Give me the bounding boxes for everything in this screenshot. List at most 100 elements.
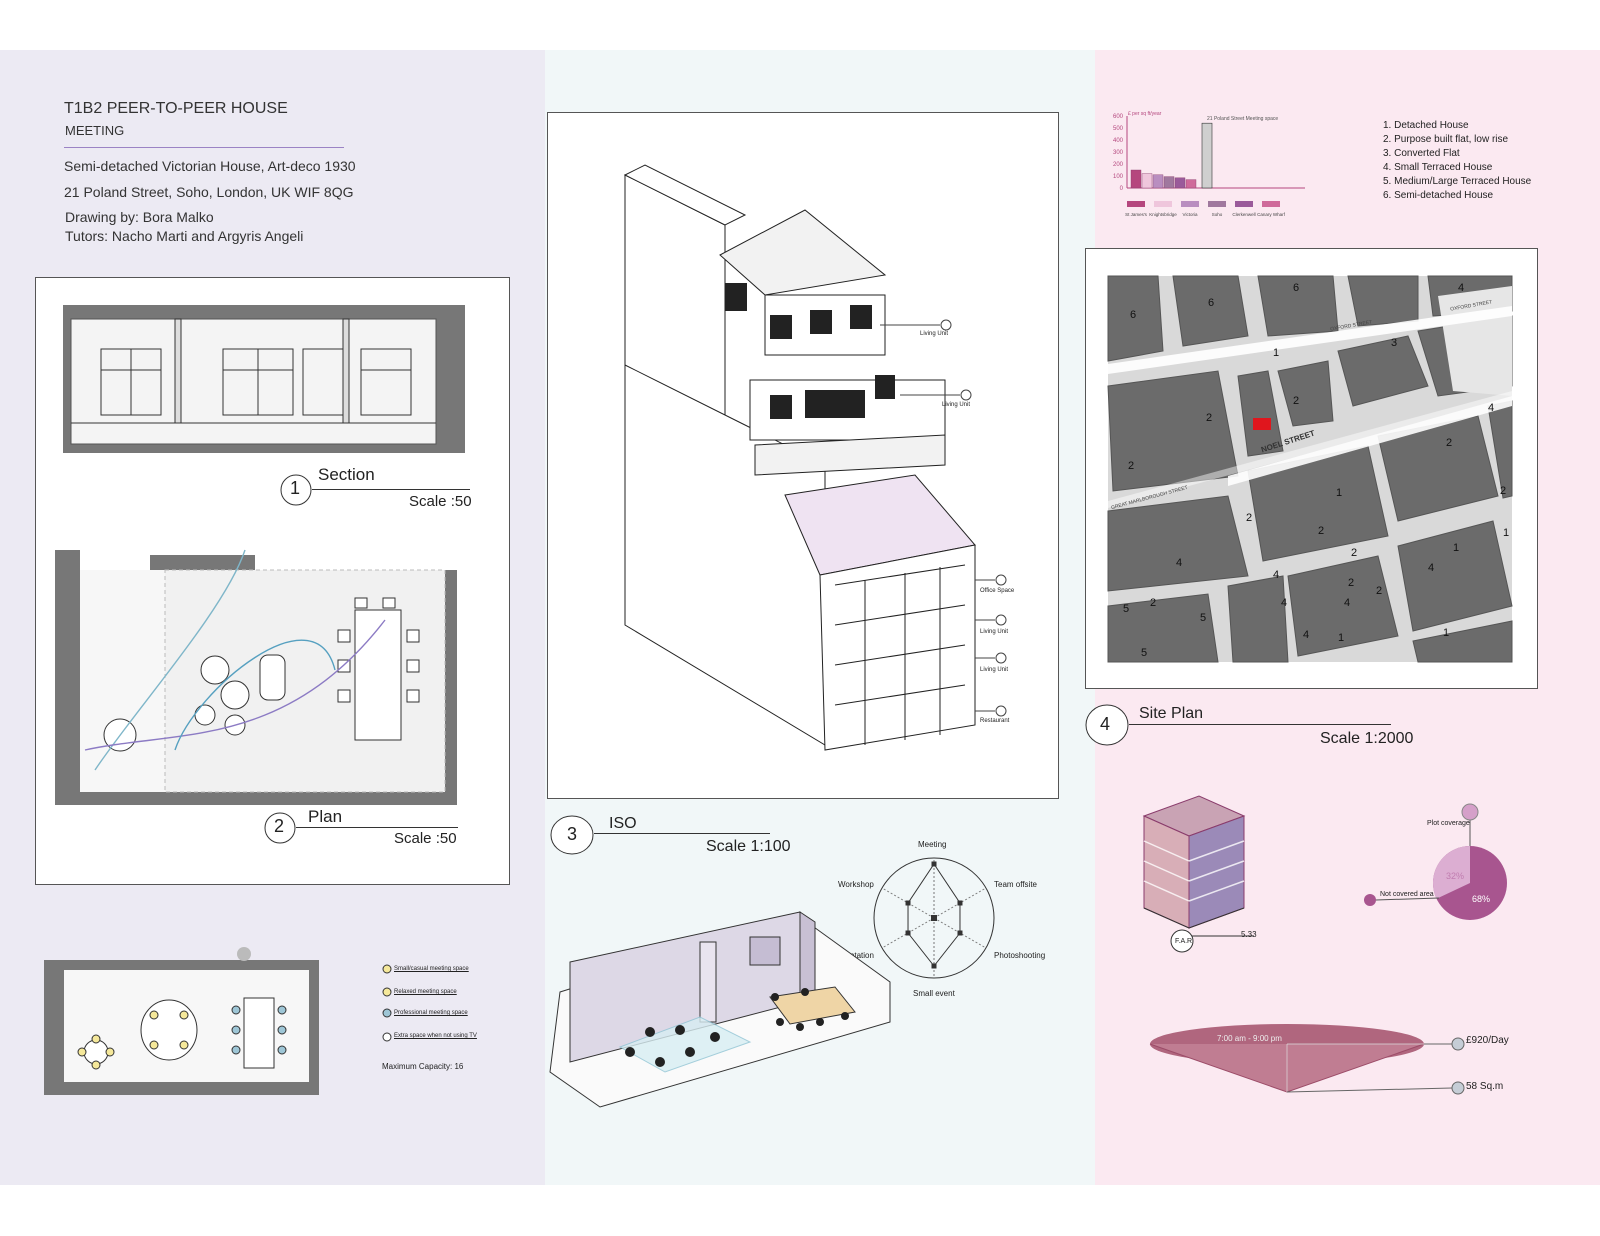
radar-outer-ring	[873, 857, 995, 979]
block-number: 4	[1428, 562, 1434, 574]
tutors-credit: Tutors: Nacho Marti and Argyris Angeli	[65, 228, 304, 244]
legend-swatch	[1181, 201, 1199, 207]
block-number: 2	[1348, 577, 1354, 589]
block-number: 2	[1376, 585, 1382, 597]
cone-area: 58 Sq.m	[1466, 1081, 1504, 1092]
section-title: Section	[318, 465, 375, 484]
legend-swatch	[1154, 201, 1172, 207]
radar-point	[905, 900, 911, 906]
block-number: 4	[1458, 282, 1464, 294]
project-description: Semi-detached Victorian House, Art-deco …	[64, 158, 356, 174]
bar	[1174, 177, 1186, 189]
block-number: 4	[1273, 569, 1279, 581]
iso-meeting-room-drawing	[549, 911, 891, 1108]
legend-item-small: Small/casual meeting space	[394, 966, 469, 972]
house-type-3: 3. Converted Flat	[1383, 148, 1460, 159]
iso-label-leaders	[880, 319, 1007, 717]
project-title: T1B2 PEER-TO-PEER HOUSE	[64, 100, 288, 117]
iso-label-living-unit-4: Living Unit	[980, 667, 1009, 673]
covered-pct: 32%	[1446, 871, 1465, 881]
plot-coverage-pie	[1364, 803, 1507, 920]
radar-point	[957, 900, 963, 906]
block-number: 6	[1293, 282, 1299, 294]
block-number: 2	[1351, 547, 1357, 559]
block-number: 1	[1338, 632, 1344, 644]
legend-item-relaxed: Relaxed meeting space	[394, 989, 457, 995]
site-underline	[1129, 724, 1391, 725]
radar-center	[931, 915, 937, 921]
section-drawing	[63, 305, 465, 453]
iso-label-living-unit-1: Living Unit	[920, 331, 949, 337]
block-number: 2	[1128, 460, 1134, 472]
radar-axis-photoshooting: Photoshooting	[994, 951, 1046, 960]
house-type-6: 6. Semi-detached House	[1383, 190, 1494, 201]
y-tick-label: 0	[1120, 186, 1124, 192]
block-number: 5	[1200, 612, 1206, 624]
block-number: 2	[1500, 485, 1506, 497]
far-block-diagram	[1142, 795, 1254, 953]
block-number: 1	[1336, 487, 1342, 499]
radar-axis-small-event: Small event	[913, 989, 955, 998]
radar-point	[957, 930, 963, 936]
plot-coverage-marker	[1461, 803, 1479, 821]
legend-swatch	[1262, 201, 1280, 207]
section-number: 1	[290, 478, 301, 498]
site-scale: Scale 1:2000	[1320, 730, 1414, 747]
iso-underline	[594, 833, 770, 834]
bar-chart-highlight-label: 21 Poland Street Meeting space	[1207, 116, 1279, 122]
iso-label-restaurant: Restaurant	[980, 718, 1010, 724]
highlight-bar	[1201, 122, 1213, 189]
iso-label-living-unit-2: Living Unit	[942, 402, 971, 408]
max-capacity: Maximum Capacity: 16	[382, 1062, 464, 1071]
bar	[1130, 169, 1142, 189]
bar	[1152, 174, 1164, 189]
house-type-1: 1. Detached House	[1383, 120, 1469, 131]
plan-scale: Scale :50	[394, 830, 457, 847]
block-number: 2	[1446, 437, 1452, 449]
category-label: St James's	[1125, 212, 1148, 217]
block-number: 2	[1293, 395, 1299, 407]
block-number: 6	[1208, 297, 1214, 309]
block-number: 1	[1503, 527, 1509, 539]
site-title: Site Plan	[1139, 705, 1204, 722]
block-number: 3	[1391, 337, 1397, 349]
category-label: Knightsbridge	[1149, 212, 1177, 217]
iso-circle-icon	[550, 815, 594, 855]
block-number: 4	[1488, 402, 1494, 414]
radar-point	[931, 861, 937, 867]
block-number: 5	[1123, 603, 1129, 615]
plan-number: 2	[274, 816, 285, 836]
cone-price: £920/Day	[1466, 1035, 1509, 1046]
radar-chart	[873, 857, 995, 979]
drawing-credit: Drawing by: Bora Malko	[65, 209, 214, 225]
category-label: Soho	[1212, 212, 1223, 217]
block-number: 2	[1318, 525, 1324, 537]
block-number: 4	[1303, 629, 1309, 641]
not-covered-pct: 68%	[1472, 894, 1491, 904]
bar-chart-ylabel: £ per sq ft/year	[1128, 111, 1162, 117]
plan-circle-icon	[264, 812, 296, 844]
not-covered-marker	[1364, 894, 1376, 906]
site-number: 4	[1100, 714, 1111, 734]
block-number: 1	[1453, 542, 1459, 554]
legend-swatch	[1208, 201, 1226, 207]
category-label: Clerkenwell	[1232, 212, 1255, 217]
title-divider	[64, 147, 344, 148]
plan-drawing	[55, 549, 457, 805]
iso-number: 3	[567, 824, 578, 844]
site-circle-icon	[1085, 704, 1129, 746]
bar	[1141, 173, 1153, 189]
y-tick-label: 400	[1113, 138, 1124, 144]
iso-title: ISO	[609, 815, 637, 832]
y-tick-label: 200	[1113, 162, 1124, 168]
plan-title: Plan	[308, 807, 343, 826]
bar	[1163, 176, 1175, 189]
house-type-4: 4. Small Terraced House	[1383, 162, 1493, 173]
project-subtitle: MEETING	[65, 123, 125, 138]
block-number: 4	[1344, 597, 1350, 609]
block-number: 1	[1443, 627, 1449, 639]
plot-coverage-label: Plot coverage	[1427, 820, 1470, 827]
iso-label-office-space: Office Space	[980, 588, 1015, 594]
